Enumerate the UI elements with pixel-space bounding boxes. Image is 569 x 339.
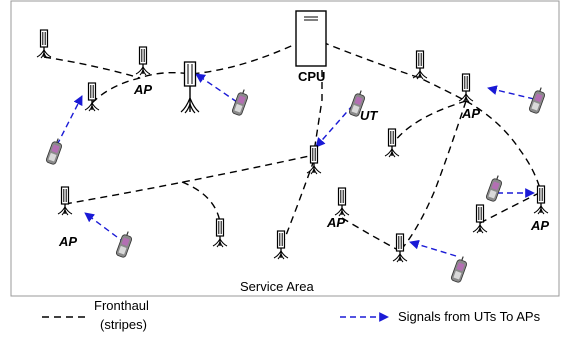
fronthaul-link <box>43 56 141 79</box>
antenna-tower-icon <box>180 61 200 114</box>
signal-arrow <box>195 73 238 103</box>
legend-signal-label: Signals from UTs To APs <box>398 309 541 324</box>
legend-fronthaul-label: Fronthaul <box>94 298 149 313</box>
fronthaul-link <box>181 181 221 223</box>
antenna-tower-icon <box>57 186 73 216</box>
fronthaul-link <box>64 154 315 205</box>
antenna-tower-icon <box>334 187 350 217</box>
fronthaul-link <box>465 100 542 193</box>
cpu-server-icon[interactable] <box>295 10 327 67</box>
antenna-tower-icon <box>472 204 488 234</box>
fronthaul-link <box>391 100 467 146</box>
signal-arrow <box>84 212 126 244</box>
mobile-phone-icon <box>484 173 505 203</box>
signal-arrow <box>409 239 457 257</box>
signal-arrow <box>56 95 83 146</box>
antenna-tower-icon <box>212 218 228 248</box>
access-points <box>36 29 549 263</box>
antenna-tower-icon <box>36 29 52 59</box>
fronthaul-link <box>313 70 323 153</box>
mobile-phone-icon <box>449 254 470 284</box>
signal-arrow <box>315 104 354 148</box>
antenna-tower-icon <box>273 230 289 260</box>
mobile-phone-icon <box>230 87 251 117</box>
mobile-phone-icon <box>114 229 135 259</box>
service-area-border <box>10 0 560 297</box>
cpu-label: CPU <box>298 69 325 84</box>
fronthaul-link <box>91 41 301 104</box>
service-area-label: Service Area <box>240 279 314 294</box>
ap-label: AP <box>58 234 77 249</box>
fronthaul-link <box>280 159 315 249</box>
antenna-tower-icon <box>533 185 549 215</box>
antenna-tower-icon <box>84 82 100 112</box>
fronthaul-link <box>321 41 467 102</box>
fronthaul-link <box>399 100 467 252</box>
signal-links <box>56 73 535 257</box>
fronthaul-link <box>479 191 542 224</box>
ut-label: UT <box>360 108 378 123</box>
ap-label: AP <box>461 106 480 121</box>
fronthaul-link <box>341 217 401 252</box>
legend-fronthaul-sublabel: (stripes) <box>100 317 147 332</box>
ap-label: AP <box>133 82 152 97</box>
antenna-tower-icon <box>384 128 400 158</box>
mobile-phone-icon <box>44 136 65 166</box>
ap-label: AP <box>530 218 549 233</box>
mobile-phone-icon <box>527 85 548 115</box>
antenna-tower-icon <box>135 46 151 76</box>
antenna-tower-icon <box>306 145 322 175</box>
ap-label: AP <box>326 215 345 230</box>
signal-arrow <box>487 85 535 100</box>
antenna-tower-icon <box>412 50 428 80</box>
legend: Fronthaul (stripes) Signals from UTs To … <box>42 298 541 332</box>
fronthaul-links <box>43 41 542 252</box>
